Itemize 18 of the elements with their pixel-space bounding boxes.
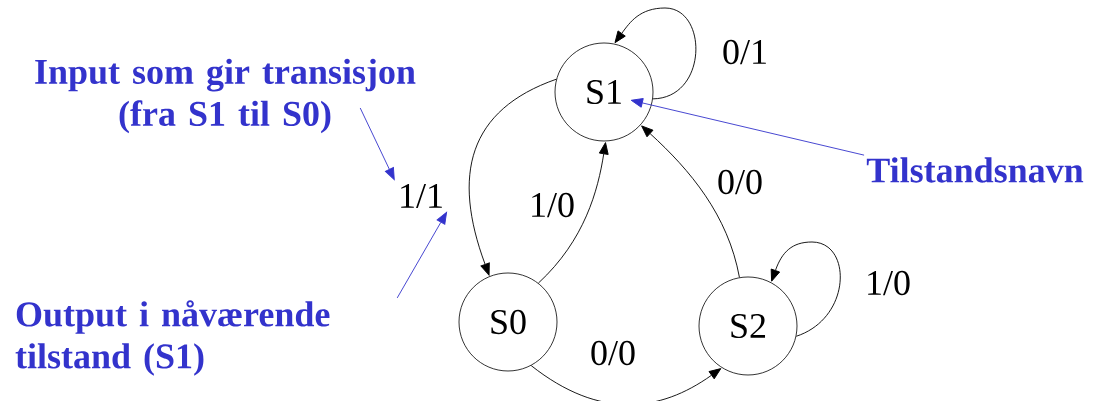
transition-arrow <box>537 142 609 284</box>
leader-line <box>359 107 395 181</box>
self-loop-arrow <box>770 241 841 337</box>
transition-arrow <box>530 365 722 401</box>
annotation-text: Input som gir transisjon (fra S1 til S0) <box>35 58 416 134</box>
edge-label: 0/1 <box>723 39 766 65</box>
transition-arrow <box>641 125 740 278</box>
transition-label: 1/1 <box>401 183 442 209</box>
edge-label: 1/0 <box>868 270 910 296</box>
edge-label: 0/0 <box>718 169 762 195</box>
transition-arrow <box>468 78 557 276</box>
edge-label: 1/0 <box>532 192 574 218</box>
self-loop-arrow <box>614 7 697 100</box>
annotation-text: Output i nåværende tilstand (S1) <box>15 300 330 376</box>
leader-line <box>396 211 448 299</box>
edge-label: 0/0 <box>591 340 635 366</box>
leader-line <box>630 98 865 156</box>
annotation-text: Tilstandsnavn <box>866 157 1084 183</box>
